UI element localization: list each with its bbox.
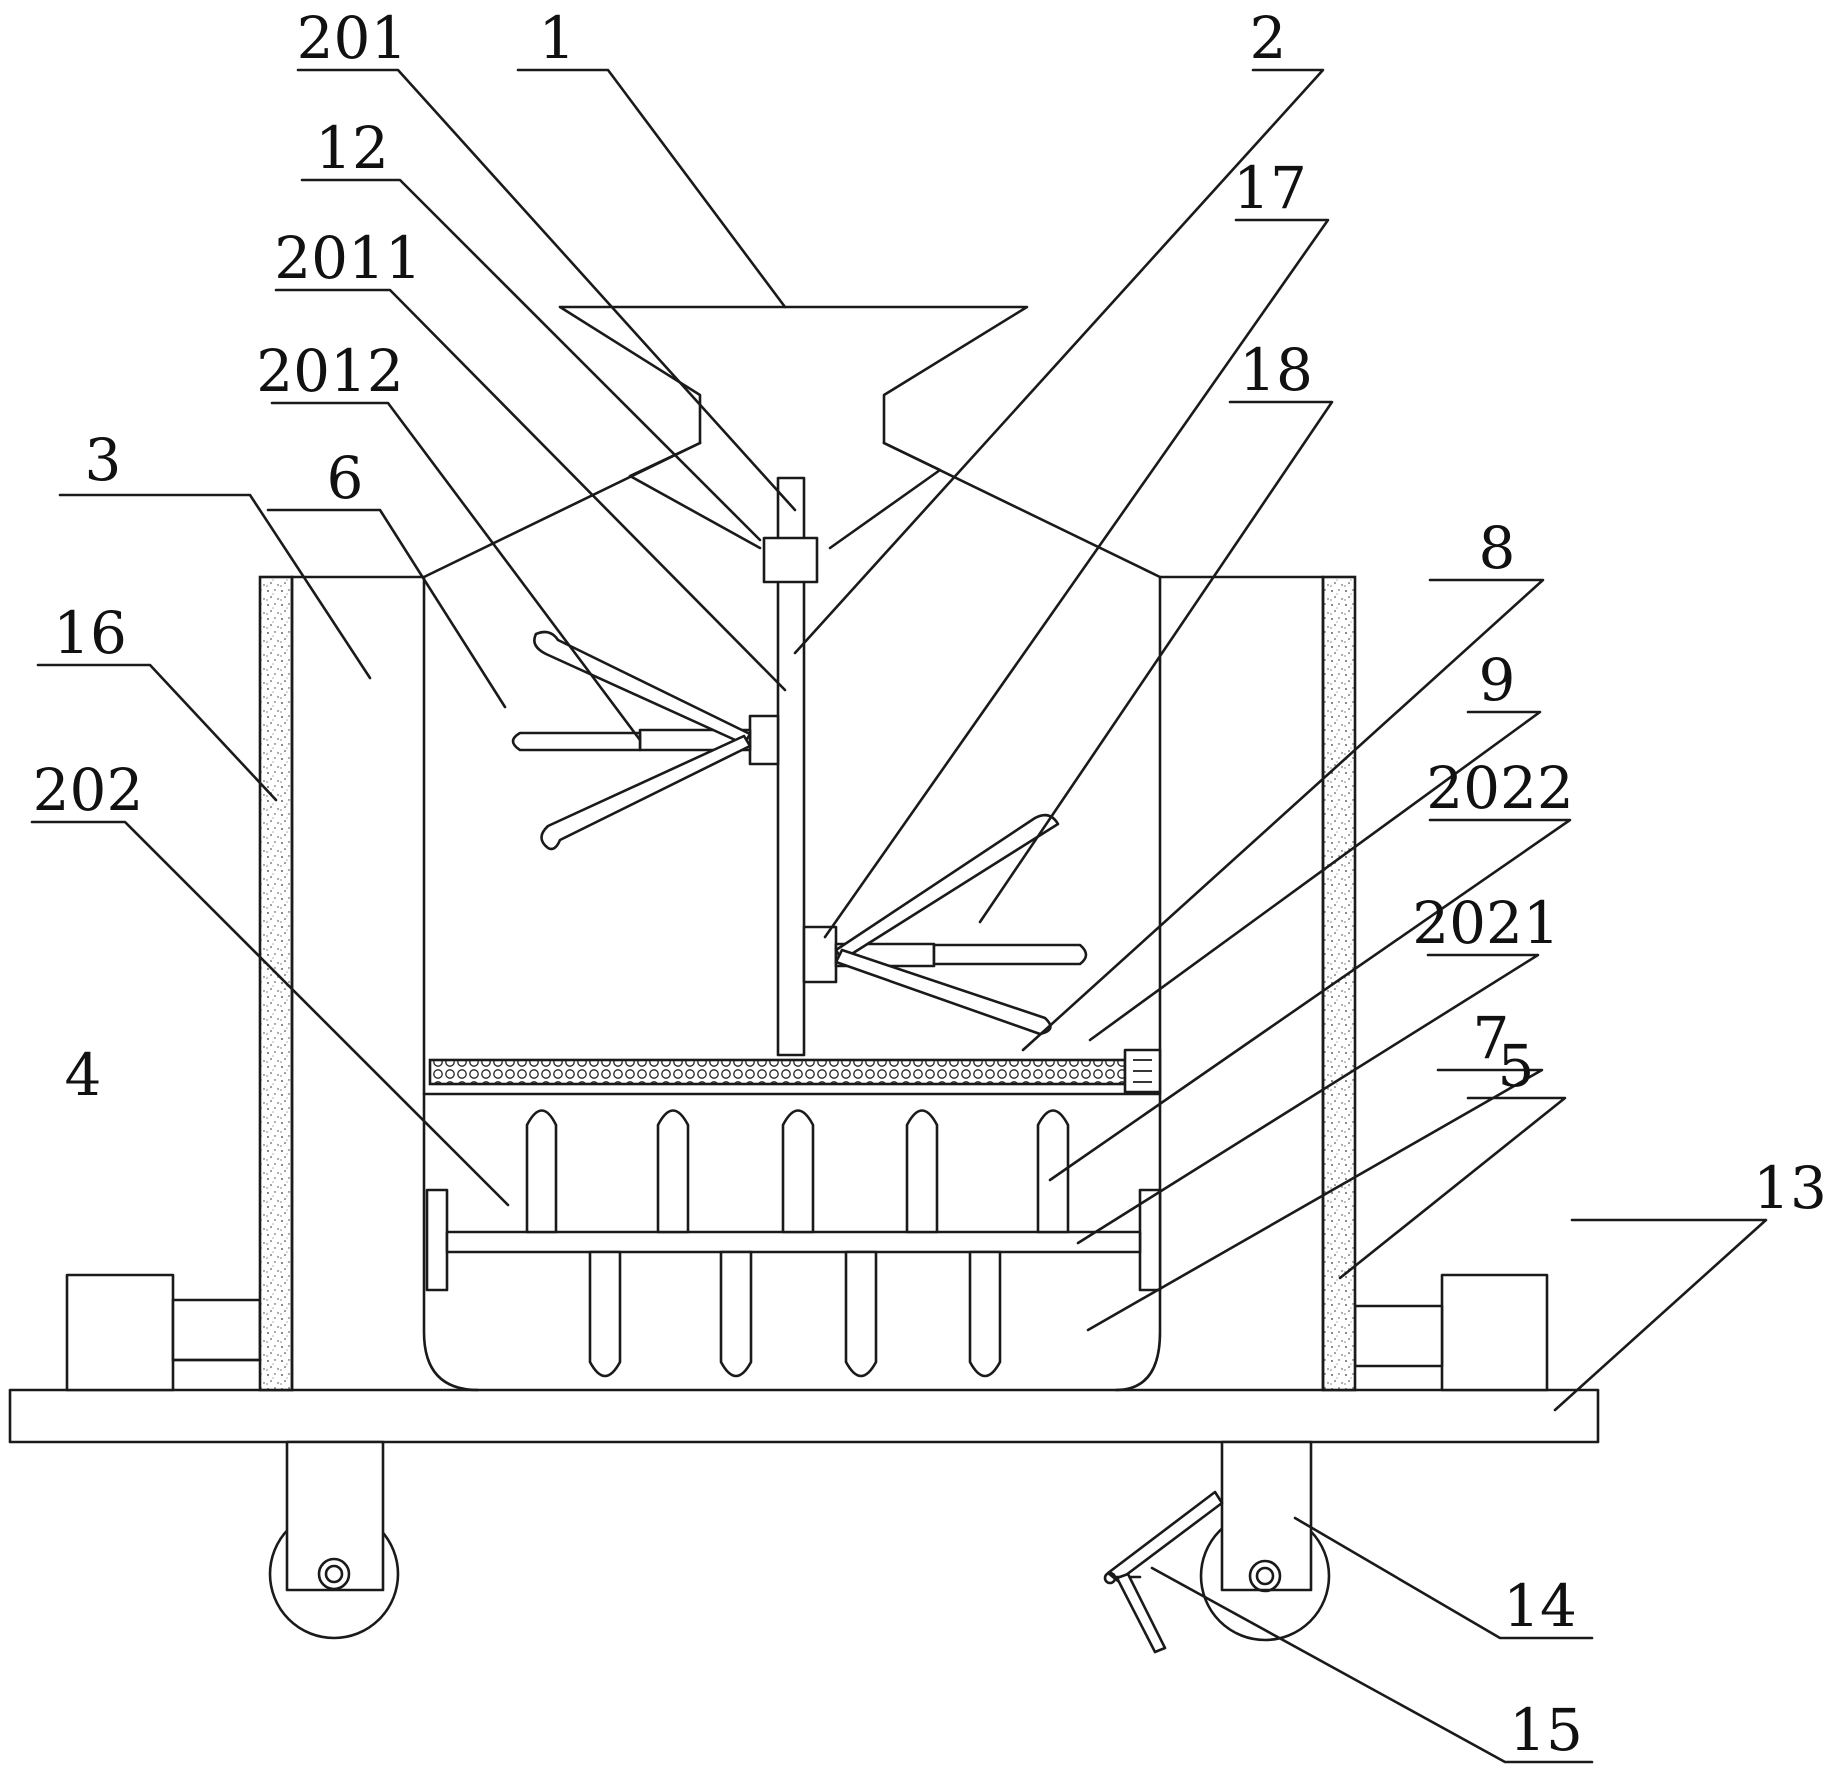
left-motor xyxy=(67,1275,260,1390)
label-16: 16 xyxy=(53,599,127,667)
label-8: 8 xyxy=(1479,514,1516,582)
label-2022: 2022 xyxy=(1426,754,1574,822)
label-17: 17 xyxy=(1233,154,1307,222)
filter-screen xyxy=(430,1060,1125,1084)
horizontal-stirrer xyxy=(427,1111,1160,1377)
lower-right-agitator xyxy=(804,815,1086,1034)
label-5: 5 xyxy=(1498,1032,1535,1100)
label-201: 201 xyxy=(297,4,408,72)
right-motor xyxy=(1355,1275,1547,1390)
label-2011: 2011 xyxy=(274,224,422,292)
label-14: 14 xyxy=(1503,1572,1577,1640)
label-2: 2 xyxy=(1250,4,1287,72)
shaft-bearing xyxy=(764,538,817,582)
label-202: 202 xyxy=(33,756,144,824)
label-6: 6 xyxy=(327,444,364,512)
label-2012: 2012 xyxy=(256,337,404,405)
label-3: 3 xyxy=(85,426,122,494)
label-12: 12 xyxy=(315,114,389,182)
label-15: 15 xyxy=(1509,1696,1583,1764)
label-2021: 2021 xyxy=(1412,889,1560,957)
label-13: 13 xyxy=(1753,1154,1827,1222)
base-plate xyxy=(10,1390,1598,1442)
left-wheel xyxy=(270,1442,398,1638)
label-9: 9 xyxy=(1479,646,1516,714)
right-insulation xyxy=(1323,577,1355,1390)
label-18: 18 xyxy=(1239,336,1313,404)
label-1: 1 xyxy=(539,4,576,72)
right-wheel xyxy=(1201,1442,1329,1640)
label-4: 4 xyxy=(65,1041,102,1109)
upper-left-agitator xyxy=(513,632,778,849)
